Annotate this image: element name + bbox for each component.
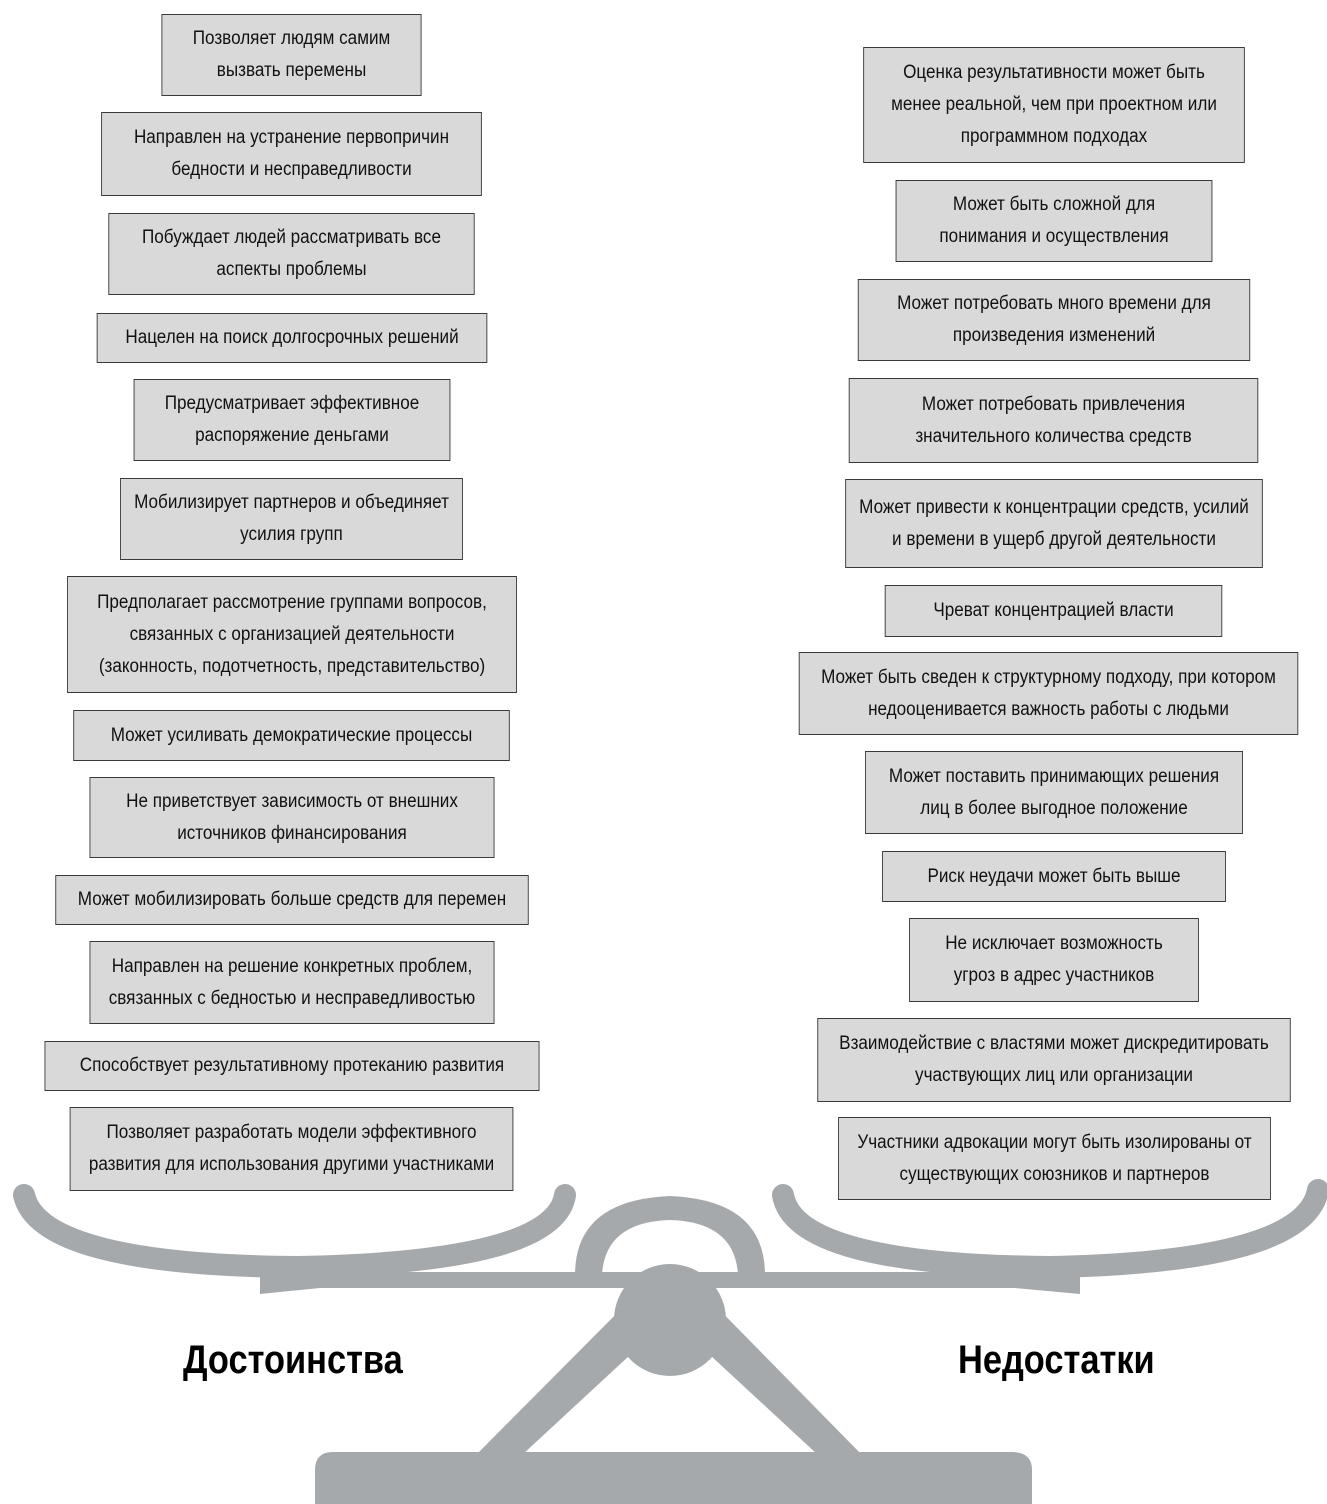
disadvantage-box: Может быть сложной для понимания и осуще… bbox=[895, 180, 1213, 262]
disadvantage-text: Участники адвокации могут быть изолирова… bbox=[857, 1131, 1252, 1185]
disadvantages-label: Недостатки bbox=[958, 1338, 1155, 1382]
disadvantage-box: Участники адвокации могут быть изолирова… bbox=[838, 1117, 1271, 1200]
advantage-box: Не приветствует зависимость от внешних и… bbox=[89, 777, 495, 858]
advantage-text: Позволяет разработать модели эффективног… bbox=[88, 1122, 495, 1175]
disadvantage-text: Может потребовать много времени для прои… bbox=[897, 293, 1211, 346]
disadvantage-box: Чреват концентрацией власти bbox=[884, 585, 1223, 637]
disadvantage-box: Может привести к концентрации средств, у… bbox=[845, 479, 1263, 568]
left-pan bbox=[13, 1184, 576, 1279]
advantage-box: Побуждает людей рассматривать все аспект… bbox=[108, 213, 475, 295]
advantage-box: Может мобилизировать больше средств для … bbox=[55, 875, 529, 925]
advantage-box: Мобилизирует партнеров и объединяет усил… bbox=[120, 478, 463, 560]
right-pan bbox=[772, 1179, 1327, 1279]
disadvantage-text: Оценка результативности может быть менее… bbox=[891, 62, 1217, 147]
advantage-text: Не приветствует зависимость от внешних и… bbox=[126, 790, 458, 844]
advantage-text: Предполагает рассмотрение группами вопро… bbox=[97, 591, 487, 677]
advantage-text: Побуждает людей рассматривать все аспект… bbox=[141, 227, 441, 280]
disadvantage-box: Риск неудачи может быть выше bbox=[882, 851, 1226, 902]
advantage-box: Предусматривает эффективное распоряжение… bbox=[133, 379, 451, 461]
disadvantage-box: Может быть сведен к структурному подходу… bbox=[798, 652, 1299, 735]
scale-arch bbox=[575, 1196, 765, 1275]
advantage-text: Нацелен на поиск долгосрочных решений bbox=[125, 327, 459, 348]
advantage-box: Нацелен на поиск долгосрочных решений bbox=[96, 313, 488, 363]
disadvantage-text: Чреват концентрацией власти bbox=[933, 600, 1174, 621]
advantage-text: Направлен на устранение первопричин бедн… bbox=[133, 127, 450, 180]
disadvantage-text: Может быть сведен к структурному подходу… bbox=[821, 666, 1276, 720]
disadvantage-text: Может привести к концентрации средств, у… bbox=[859, 496, 1249, 550]
disadvantage-box: Может поставить принимающих решения лиц … bbox=[865, 751, 1243, 834]
disadvantage-text: Может потребовать привлечения значительн… bbox=[915, 393, 1192, 447]
disadvantage-box: Оценка результативности может быть менее… bbox=[863, 47, 1245, 163]
scale-pivot bbox=[614, 1264, 726, 1376]
disadvantage-text: Не исключает возможность угроз в адрес у… bbox=[945, 933, 1163, 986]
advantage-box: Позволяет людям самим вызвать перемены bbox=[161, 14, 422, 96]
disadvantage-box: Может потребовать привлечения значительн… bbox=[848, 378, 1259, 463]
advantage-text: Может усиливать демократические процессы bbox=[110, 724, 473, 746]
advantage-text: Позволяет людям самим вызвать перемены bbox=[192, 28, 391, 81]
advantage-box: Направлен на решение конкретных проблем,… bbox=[89, 941, 495, 1024]
disadvantage-box: Не исключает возможность угроз в адрес у… bbox=[909, 918, 1199, 1002]
advantages-label: Достоинства bbox=[183, 1338, 403, 1382]
disadvantage-text: Может быть сложной для понимания и осуще… bbox=[939, 194, 1169, 247]
advantage-box: Способствует результативному протеканию … bbox=[44, 1041, 540, 1091]
scale-base bbox=[315, 1452, 1032, 1504]
disadvantage-text: Может поставить принимающих решения лиц … bbox=[888, 765, 1220, 819]
advantage-box: Направлен на устранение первопричин бедн… bbox=[101, 112, 482, 196]
advantage-text: Направлен на решение конкретных проблем,… bbox=[108, 955, 476, 1009]
advantage-text: Способствует результативному протеканию … bbox=[79, 1055, 505, 1076]
advantage-text: Может мобилизировать больше средств для … bbox=[77, 889, 507, 910]
disadvantage-box: Взаимодействие с властями может дискреди… bbox=[817, 1018, 1291, 1102]
advantage-text: Предусматривает эффективное распоряжение… bbox=[164, 393, 420, 446]
disadvantage-text: Риск неудачи может быть выше bbox=[927, 865, 1181, 887]
scale-stand bbox=[476, 1290, 862, 1455]
disadvantage-box: Может потребовать много времени для прои… bbox=[857, 279, 1251, 361]
advantage-box: Может усиливать демократические процессы bbox=[73, 710, 510, 761]
advantage-box: Предполагает рассмотрение группами вопро… bbox=[67, 576, 517, 693]
disadvantage-text: Взаимодействие с властями может дискреди… bbox=[839, 1033, 1269, 1086]
advantage-box: Позволяет разработать модели эффективног… bbox=[69, 1107, 514, 1191]
advantage-text: Мобилизирует партнеров и объединяет усил… bbox=[134, 492, 449, 545]
